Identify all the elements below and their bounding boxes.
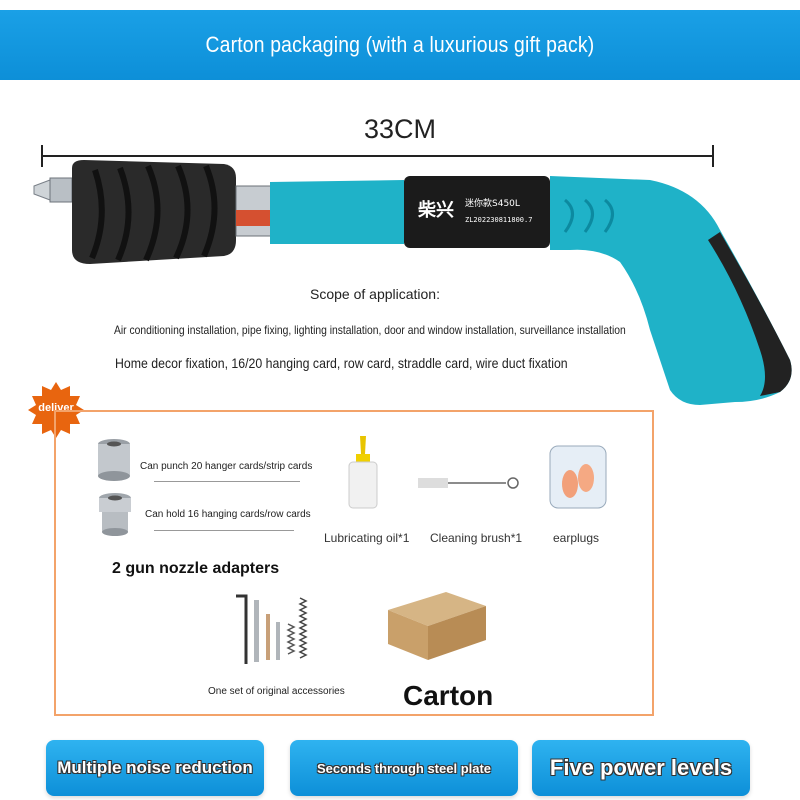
adapter-1-underline bbox=[154, 481, 300, 482]
accessories-label: One set of original accessories bbox=[208, 686, 345, 697]
feature-steel-plate: Seconds through steel plate bbox=[290, 740, 518, 796]
cleaning-brush-image bbox=[418, 477, 519, 489]
accessories-image bbox=[236, 594, 308, 664]
earplugs-label: earplugs bbox=[553, 531, 600, 545]
top-banner: Carton packaging (with a luxurious gift … bbox=[0, 10, 800, 80]
cleaning-brush-label: Cleaning brush*1 bbox=[430, 531, 523, 545]
measure-cap-right bbox=[712, 145, 714, 167]
contents-box bbox=[54, 410, 654, 716]
application-line-1: Air conditioning installation, pipe fixi… bbox=[114, 323, 626, 337]
measure-cap-left bbox=[41, 145, 43, 167]
adapter-1-label: Can punch 20 hanger cards/strip cards bbox=[140, 461, 313, 472]
adapter-2-label: Can hold 16 hanging cards/row cards bbox=[145, 509, 311, 520]
nail-gun-image: 柴兴 迷你款S450L ZL202230811800.7 bbox=[33, 160, 792, 405]
feature-power-levels-label: Five power levels bbox=[549, 755, 733, 780]
measure-line bbox=[42, 155, 714, 157]
lubricating-oil-label: Lubricating oil*1 bbox=[324, 531, 410, 545]
banner-title: Carton packaging (with a luxurious gift … bbox=[205, 32, 595, 57]
patent-text: ZL202230811800.7 bbox=[465, 216, 532, 224]
adapter-2-underline bbox=[154, 530, 294, 531]
application-line-2: Home decor fixation, 16/20 hanging card,… bbox=[115, 355, 568, 371]
brand-text: 柴兴 bbox=[417, 199, 454, 221]
feature-noise-reduction-label: Multiple noise reduction bbox=[57, 758, 253, 777]
adapter-1-image bbox=[98, 439, 130, 481]
earplugs-image bbox=[549, 445, 607, 509]
adapters-title: 2 gun nozzle adapters bbox=[112, 560, 280, 577]
model-text: 迷你款S450L bbox=[465, 197, 520, 209]
feature-noise-reduction: Multiple noise reduction bbox=[46, 740, 264, 796]
length-measurement: 33CM bbox=[363, 114, 437, 144]
carton-label: Carton bbox=[403, 680, 494, 711]
adapter-2-image bbox=[99, 493, 131, 536]
lubricating-oil-image bbox=[348, 436, 378, 509]
feature-power-levels: Five power levels bbox=[532, 740, 750, 796]
carton-image bbox=[388, 592, 486, 660]
feature-steel-plate-label: Seconds through steel plate bbox=[316, 760, 492, 776]
application-title: Scope of application: bbox=[310, 286, 440, 302]
